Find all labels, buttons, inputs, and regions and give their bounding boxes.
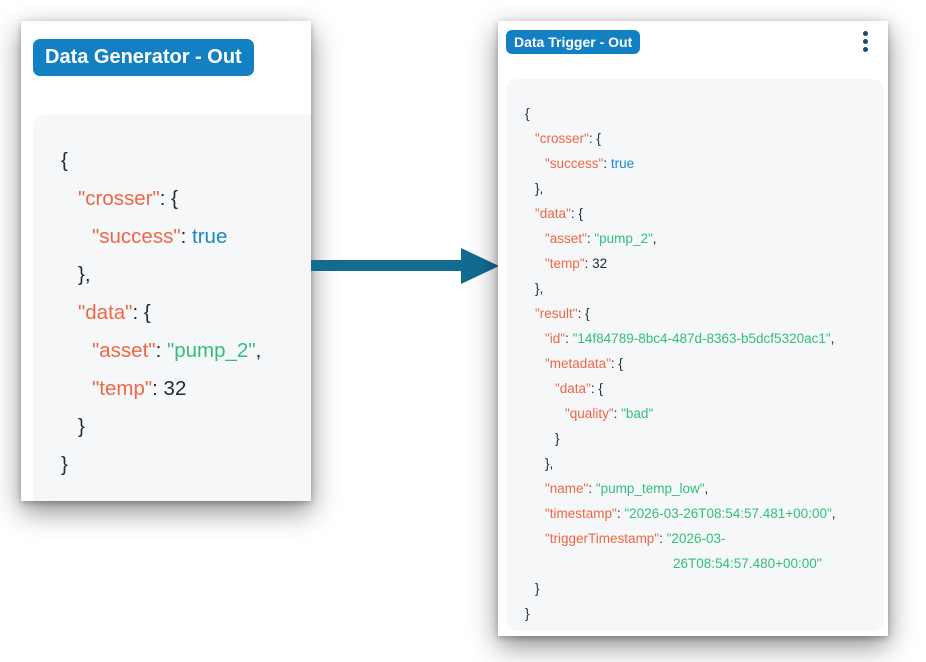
json-line: }, [545, 456, 554, 471]
json-line: "success": true [545, 156, 635, 171]
json-line: "timestamp": "2026-03-26T08:54:57.481+00… [545, 506, 836, 521]
json-line: "quality": "bad" [565, 406, 654, 421]
json-line: } [555, 431, 560, 446]
json-line: "result": { [535, 306, 590, 321]
json-line: "asset": "pump_2", [92, 339, 262, 362]
json-line: } [525, 606, 530, 621]
json-line: { [525, 106, 530, 121]
json-line: "data": { [555, 381, 603, 396]
json-line: } [535, 581, 540, 596]
json-line: "success": true [92, 225, 228, 248]
right-arrow-icon [311, 248, 499, 284]
panel-title-badge: Data Generator - Out [33, 39, 254, 76]
json-line: 26T08:54:57.480+00:00" [673, 556, 822, 571]
json-line: "asset": "pump_2", [545, 231, 657, 246]
json-line: }, [78, 263, 91, 286]
json-line: "name": "pump_temp_low", [545, 481, 709, 496]
json-output-box: { "crosser": { "success": true }, "data"… [506, 79, 884, 631]
json-line: }, [535, 281, 544, 296]
json-line: "temp": 32 [92, 377, 187, 400]
panel-title-badge: Data Trigger - Out [506, 30, 641, 54]
json-line: "id": "14f84789-8bc4-487d-8363-b5dcf5320… [545, 331, 835, 346]
json-line: "data": { [78, 301, 151, 324]
json-line: "crosser": { [78, 187, 179, 210]
json-line: "metadata": { [545, 356, 623, 371]
json-output-box: { "crosser": { "success": true }, "data"… [33, 115, 311, 501]
json-line: "data": { [535, 206, 583, 221]
json-line: } [78, 415, 85, 438]
json-line: } [61, 453, 68, 476]
json-line: "triggerTimestamp": "2026-03- [545, 531, 726, 546]
json-line: { [61, 149, 68, 172]
data-trigger-panel: Data Trigger - Out { "crosser": { "succe… [498, 21, 888, 636]
data-generator-panel: Data Generator - Out { "crosser": { "suc… [21, 21, 311, 501]
json-line: }, [535, 181, 544, 196]
kebab-menu-icon[interactable] [861, 31, 869, 55]
json-line: "crosser": { [535, 131, 601, 146]
json-line: "temp": 32 [545, 256, 608, 271]
